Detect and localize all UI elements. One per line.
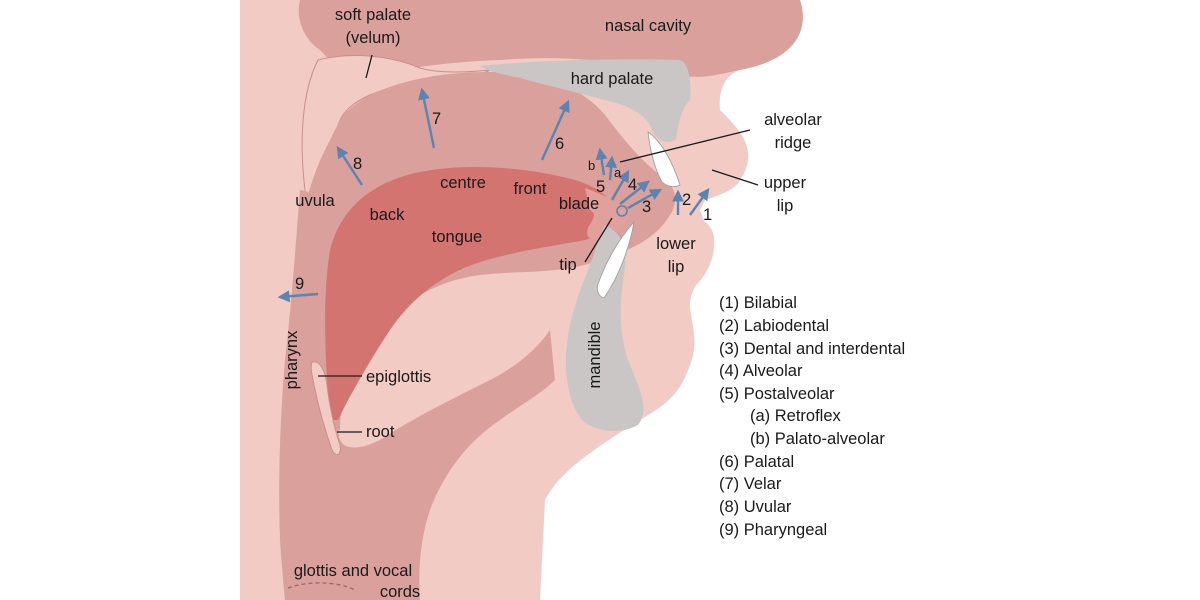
articulation-arrows	[277, 87, 710, 303]
leader-alveolar	[619, 129, 751, 163]
legend-item-velar: (7) Velar	[719, 475, 782, 493]
arrow-number-3: 3	[642, 198, 651, 216]
arrow-7	[418, 87, 436, 149]
label-ridge: ridge	[775, 134, 812, 152]
arrow-1	[689, 188, 710, 216]
label-centre: centre	[440, 174, 486, 192]
legend-item-labiodental: (2) Labiodental	[719, 317, 829, 335]
arrow-5	[610, 169, 630, 201]
label-mandible: mandible	[586, 322, 604, 389]
leader-velum	[365, 54, 373, 79]
arrow-number-2: 2	[682, 191, 691, 209]
leader-upper-lip	[711, 169, 759, 186]
soft-palate-shape	[301, 55, 491, 203]
upper-tooth	[647, 131, 681, 188]
label-blade: blade	[559, 195, 599, 213]
label-velum: (velum)	[345, 29, 400, 47]
face-profile	[540, 0, 870, 600]
legend-item-retroflex: (a) Retroflex	[750, 407, 842, 425]
mandible-bone	[565, 225, 644, 432]
label-glottis: glottis and vocal	[294, 562, 412, 580]
tongue-shape	[325, 166, 615, 420]
epiglottis-shape	[310, 361, 341, 456]
arrow-number-6: 6	[555, 135, 564, 153]
label-pharynx: pharynx	[283, 330, 301, 389]
legend-item-dental: (3) Dental and interdental	[719, 340, 905, 358]
label-lower-lip: lip	[668, 258, 685, 276]
pharynx-tube	[279, 190, 555, 600]
label-back: back	[370, 206, 406, 224]
arrow-number-9: 9	[295, 275, 304, 293]
label-tongue: tongue	[432, 228, 482, 246]
label-upper-lip: lip	[777, 197, 794, 215]
legend-item-postalveolar: (5) Postalveolar	[719, 385, 835, 403]
nasal-tissue	[298, 0, 803, 77]
label-front: front	[513, 180, 546, 198]
tongue-tip-shape	[585, 188, 628, 241]
arrow-letter-a: a	[614, 165, 622, 180]
vocal-cords-dash	[287, 582, 356, 591]
arrow-number-4: 4	[628, 176, 637, 194]
arrow-6	[540, 99, 570, 161]
legend-item-palatal: (6) Palatal	[719, 453, 794, 471]
label-alveolar: alveolar	[764, 111, 822, 129]
leader-tip	[584, 217, 613, 263]
label-cords: cords	[380, 583, 420, 600]
legend-item-bilabial: (1) Bilabial	[719, 294, 797, 312]
legend-item-uvular: (8) Uvular	[719, 498, 792, 516]
label-epiglottis: epiglottis	[366, 368, 431, 386]
arrow-number-8: 8	[353, 155, 362, 173]
label-lower: lower	[656, 235, 696, 253]
arrow-letter-b: b	[588, 158, 595, 173]
label-upper: upper	[764, 174, 807, 192]
legend-item-pharyngeal: (9) Pharyngeal	[719, 521, 827, 539]
arrow-8	[336, 145, 364, 186]
arrow-9	[277, 290, 319, 303]
label-soft-palate: soft palate	[335, 6, 411, 24]
arrow-5b	[595, 147, 608, 176]
label-nasal-cavity: nasal cavity	[605, 17, 692, 35]
arrow-5a	[605, 155, 618, 181]
arrow-4	[619, 180, 650, 205]
legend: (1) Bilabial (2) Labiodental (3) Dental …	[719, 294, 905, 539]
label-uvula: uvula	[295, 192, 335, 210]
label-root: root	[366, 423, 395, 441]
legend-item-alveolar: (4) Alveolar	[719, 362, 803, 380]
label-tip: tip	[559, 256, 576, 274]
lower-lip-shape	[662, 216, 715, 293]
upper-lip-shape	[676, 100, 738, 194]
label-hard-palate: hard palate	[571, 70, 654, 88]
articulator-point	[616, 205, 628, 217]
arrow-number-5: 5	[596, 178, 605, 196]
legend-item-palato-alveolar: (b) Palato-alveolar	[750, 430, 885, 448]
arrow-number-7: 7	[432, 110, 441, 128]
arrow-3	[627, 188, 663, 210]
lower-tooth	[596, 220, 635, 299]
hard-palate-bone	[480, 59, 691, 142]
arrow-number-1: 1	[703, 206, 712, 224]
